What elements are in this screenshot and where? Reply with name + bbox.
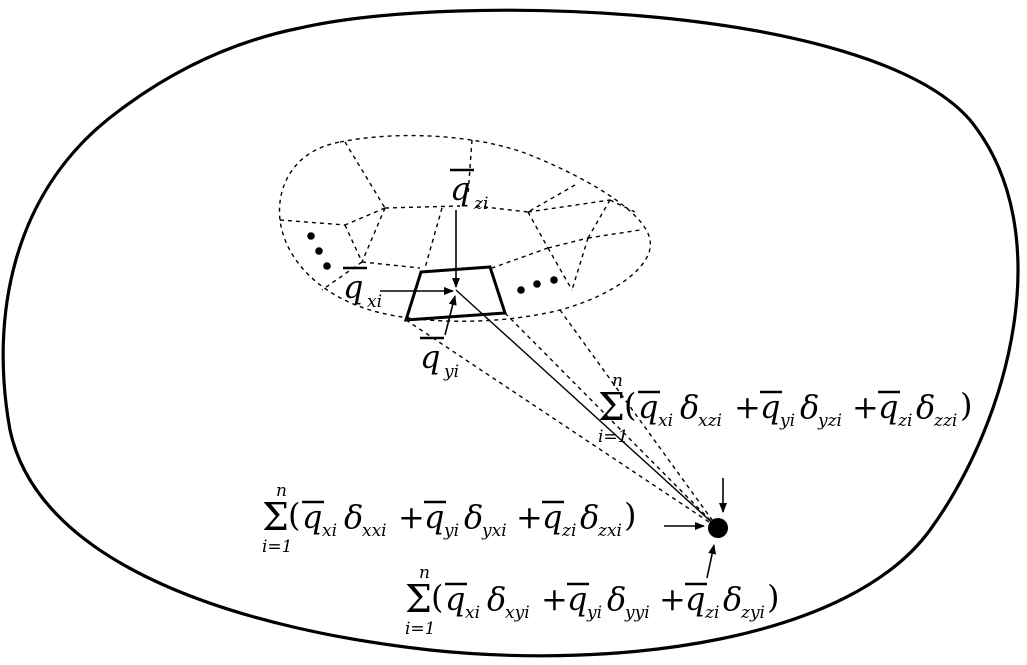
q-symbol: q [424, 498, 444, 536]
delta-subscript: xzi [698, 411, 722, 431]
q-subscript: zi [561, 521, 576, 541]
q-subscript: yi [586, 603, 602, 623]
delta-subscript: zzi [933, 411, 957, 431]
open-paren: ( [431, 578, 443, 616]
mesh-lines [279, 139, 641, 291]
delta-symbol: δ [344, 498, 363, 536]
delta-symbol: δ [916, 388, 935, 426]
q-symbol: q [450, 170, 470, 208]
sum-upper: n [419, 563, 430, 583]
surface-outline [278, 134, 652, 322]
q-subscript: zi [704, 603, 719, 623]
delta-subscript: yxi [481, 521, 507, 541]
close-paren: ) [767, 578, 779, 616]
q-symbol: q [760, 388, 780, 426]
q-symbol: q [638, 388, 658, 426]
plus: + [516, 498, 543, 536]
point-arrows [664, 478, 727, 579]
delta-symbol: δ [580, 498, 599, 536]
sigma: Σ [598, 385, 625, 429]
q-subscript: yi [779, 411, 795, 431]
q-subscript: xi [367, 292, 382, 312]
load-point [708, 518, 728, 538]
sum-upper: n [612, 371, 623, 391]
sigma: Σ [405, 577, 432, 621]
sum-lower: i=1 [262, 537, 293, 557]
formula-x: n Σ i=1 ( q xi δ xxi + q yi δ yxi + q zi… [262, 481, 636, 557]
sigma: Σ [262, 495, 289, 539]
q-symbol: q [567, 580, 587, 618]
delta-symbol: δ [607, 580, 626, 618]
formula-y: n Σ i=1 ( q xi δ xyi + q yi δ yyi + q zi… [405, 563, 779, 639]
load-arrows [380, 210, 460, 336]
arrow-qy [444, 295, 457, 336]
label-qx: q xi [343, 266, 382, 312]
outer-boundary [1, 8, 1020, 658]
delta-symbol: δ [680, 388, 699, 426]
delta-symbol: δ [464, 498, 483, 536]
q-symbol: q [685, 580, 705, 618]
q-subscript: zi [897, 411, 912, 431]
formula-z: n Σ i=1 ( q xi δ xzi + q yi δ yzi + q zi… [598, 371, 972, 447]
q-subscript: yi [443, 521, 459, 541]
delta-symbol: δ [800, 388, 819, 426]
label-qy: q yi [420, 336, 459, 382]
open-paren: ( [288, 496, 300, 534]
delta-subscript: xyi [505, 603, 530, 623]
close-paren: ) [960, 386, 972, 424]
plus: + [659, 580, 686, 618]
open-paren: ( [624, 386, 636, 424]
delta-symbol: δ [723, 580, 742, 618]
q-symbol: q [343, 268, 363, 306]
delta-symbol: δ [487, 580, 506, 618]
delta-subscript: yzi [817, 411, 842, 431]
delta-subscript: yyi [624, 603, 650, 623]
ellipsis-dots-left [307, 232, 331, 270]
plus: + [852, 388, 879, 426]
q-symbol: q [542, 498, 562, 536]
q-symbol: q [420, 338, 440, 376]
q-subscript: xi [322, 521, 337, 541]
delta-subscript: zyi [740, 603, 765, 623]
q-symbol: q [878, 388, 898, 426]
plus: + [398, 498, 425, 536]
delta-subscript: xxi [362, 521, 387, 541]
sum-lower: i=1 [598, 427, 629, 447]
sum-lower: i=1 [405, 619, 436, 639]
plus: + [541, 580, 568, 618]
projection-lines [405, 289, 719, 529]
q-subscript: yi [443, 362, 459, 382]
plus: + [734, 388, 761, 426]
sum-upper: n [276, 481, 287, 501]
label-qz: q zi [450, 168, 488, 214]
close-paren: ) [624, 496, 636, 534]
q-subscript: zi [473, 194, 488, 214]
q-subscript: xi [658, 411, 673, 431]
delta-subscript: zxi [597, 521, 622, 541]
ellipsis-dots-right [517, 276, 558, 294]
q-subscript: xi [465, 603, 480, 623]
q-symbol: q [302, 498, 322, 536]
surface-patch [278, 134, 652, 322]
q-symbol: q [445, 580, 465, 618]
